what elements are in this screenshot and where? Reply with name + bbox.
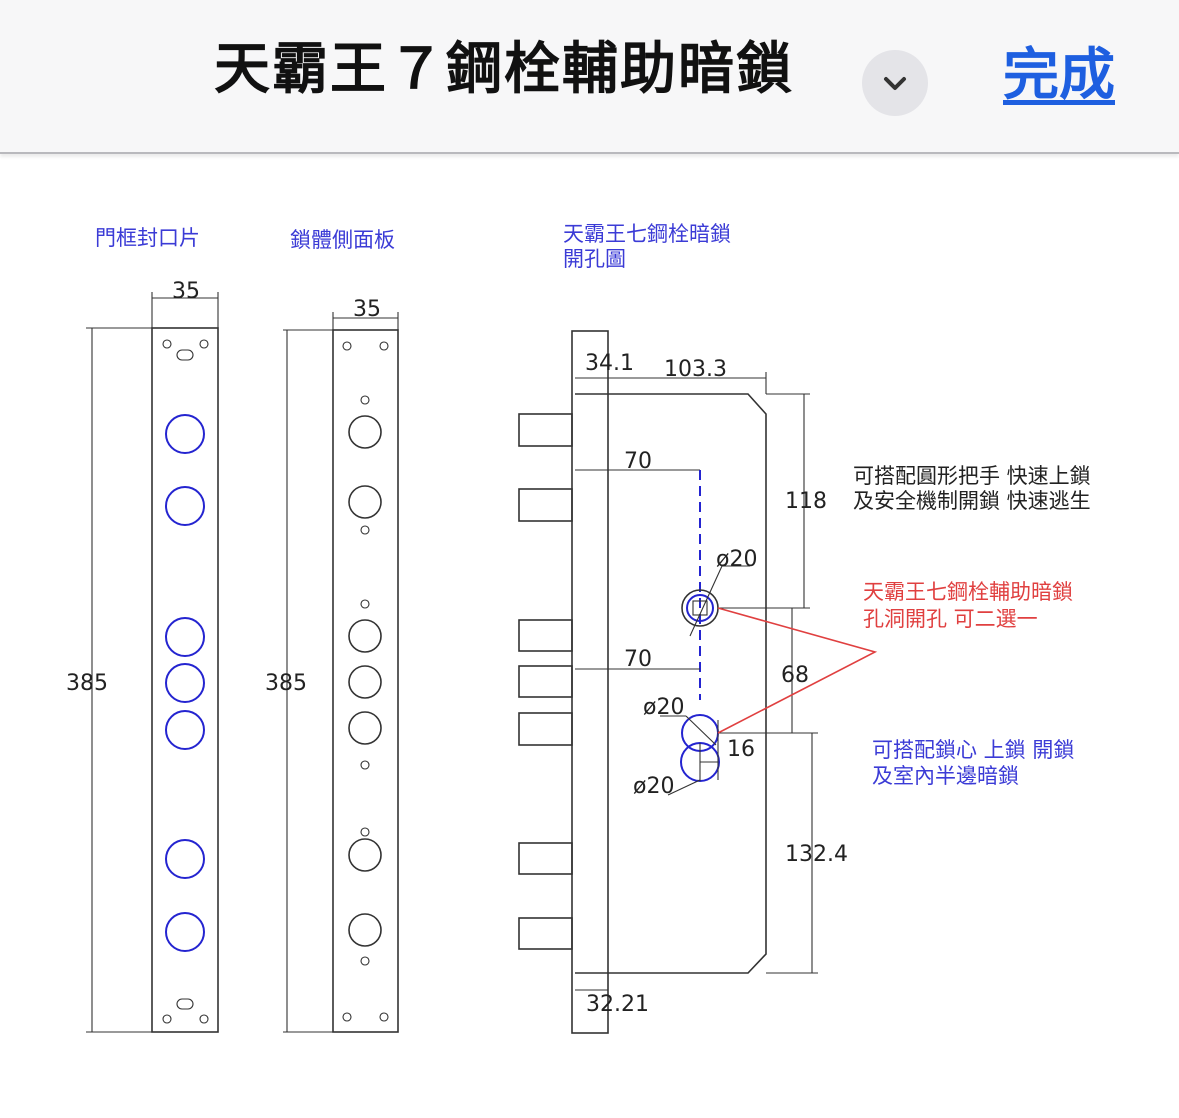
note2-line1: 天霸王七鋼栓輔助暗鎖 xyxy=(863,580,1073,604)
panel1-height-dim: 385 xyxy=(66,671,108,696)
dim-34-1: 34.1 xyxy=(585,351,634,376)
done-button[interactable]: 完成 xyxy=(1003,43,1115,108)
panel2-height-dim: 385 xyxy=(265,671,307,696)
dim-phi20-mid: ø20 xyxy=(643,695,684,720)
note1-line1: 可搭配圓形把手 快速上鎖 xyxy=(853,464,1091,488)
top-bar: 天霸王７鋼栓輔助暗鎖 完成 xyxy=(0,0,1179,154)
dim-118: 118 xyxy=(785,489,827,514)
title-dropdown-button[interactable] xyxy=(862,50,928,116)
dim-16: 16 xyxy=(727,737,755,762)
panel2-label: 鎖體側面板 xyxy=(290,228,395,252)
dim-132-4: 132.4 xyxy=(785,842,848,867)
panel2-width-dim: 35 xyxy=(353,297,381,322)
dim-phi20-top: ø20 xyxy=(716,547,757,572)
panel1-label: 門框封口片 xyxy=(95,226,200,250)
dim-70-bottom: 70 xyxy=(624,647,652,672)
panel3-label-line1: 天霸王七鋼栓暗鎖 xyxy=(563,222,731,246)
technical-drawing: 門框封口片 35 385 鎖體側面板 35 385 xyxy=(66,222,1091,1034)
dim-68: 68 xyxy=(781,663,809,688)
dim-70-top: 70 xyxy=(624,449,652,474)
note1-line2: 及安全機制開鎖 快速逃生 xyxy=(853,489,1091,513)
lock-side-panel: 35 385 xyxy=(265,297,399,1033)
panel3-label-line2: 開孔圖 xyxy=(563,247,626,271)
strike-plate-panel: 35 385 xyxy=(66,279,219,1033)
dim-103-3: 103.3 xyxy=(664,357,727,382)
page-title: 天霸王７鋼栓輔助暗鎖 xyxy=(214,37,794,102)
lock-body-drawing: 34.1 103.3 70 118 ø20 70 68 ø20 xyxy=(518,330,878,1034)
panel1-width-dim: 35 xyxy=(172,279,200,304)
note3-line1: 可搭配鎖心 上鎖 開鎖 xyxy=(872,738,1074,762)
dim-phi20-bottom: ø20 xyxy=(633,774,674,799)
chevron-down-icon xyxy=(884,77,906,90)
dim-32-21: 32.21 xyxy=(586,992,649,1017)
note3-line2: 及室內半邊暗鎖 xyxy=(872,764,1019,788)
note2-line2: 孔洞開孔 可二選一 xyxy=(863,607,1038,631)
